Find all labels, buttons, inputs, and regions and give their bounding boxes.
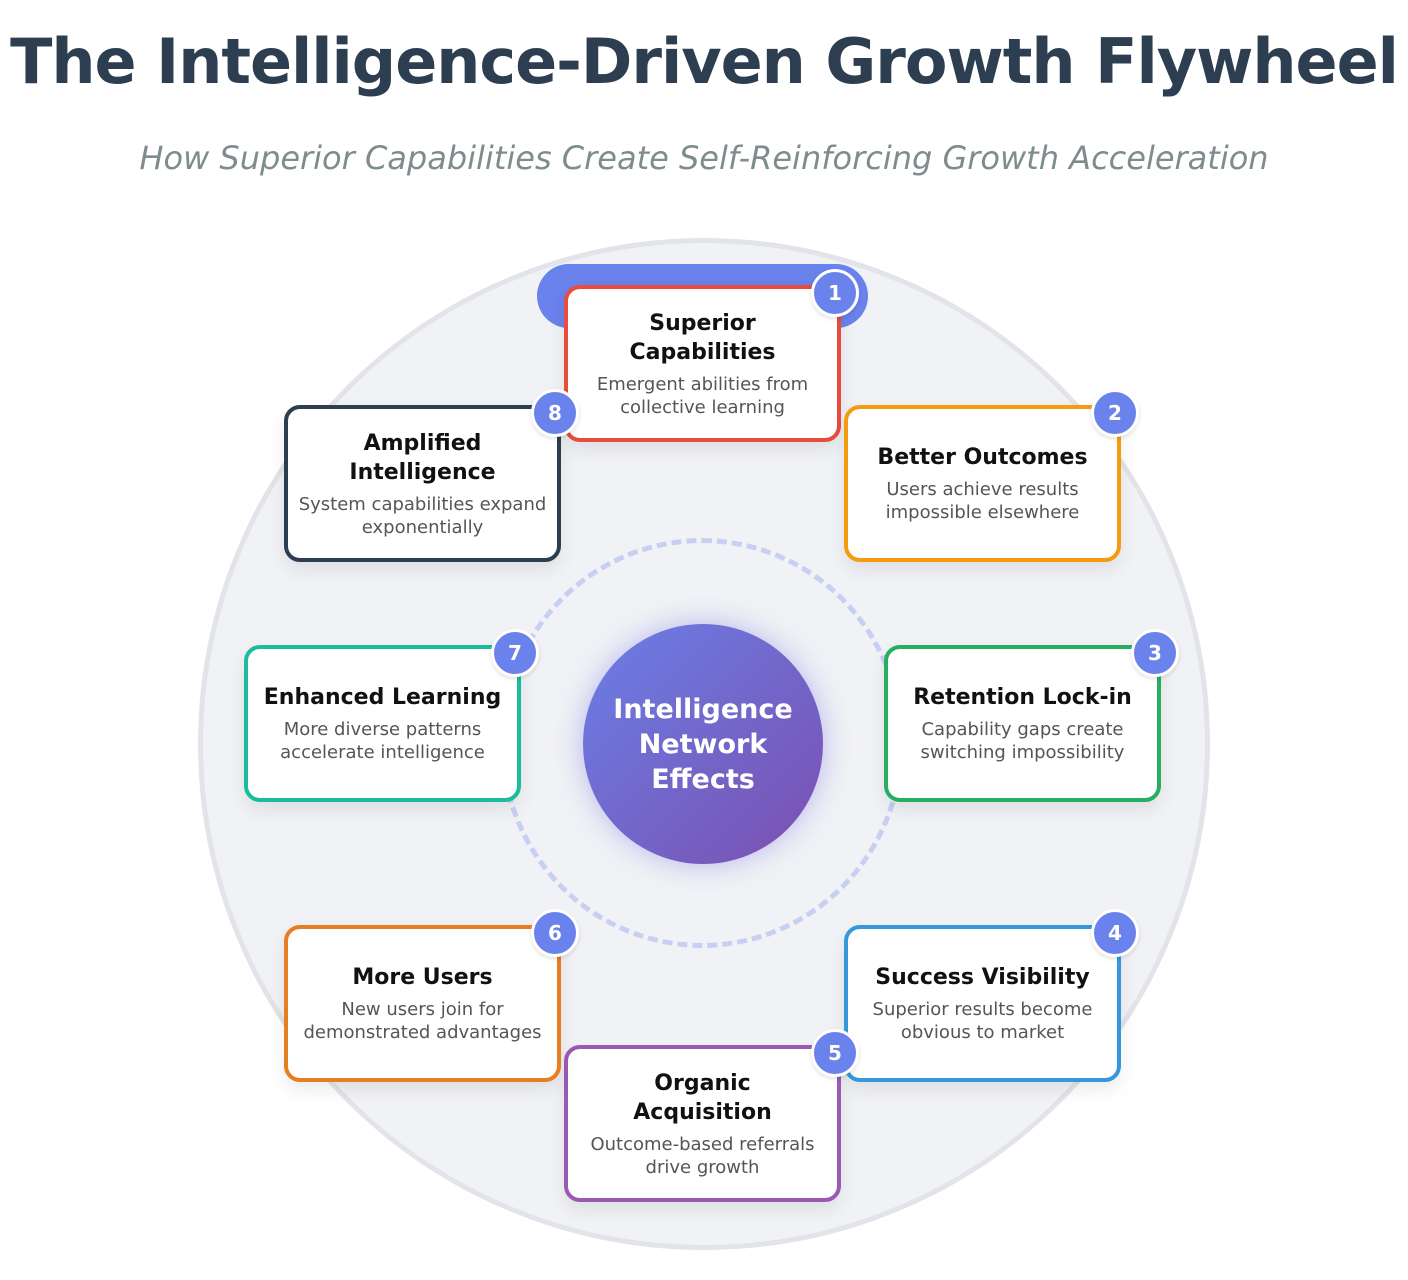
step-description: Superior results become obvious to marke… [872, 999, 1093, 1043]
step-title: Better Outcomes [877, 445, 1088, 470]
diagram-title: The Intelligence-Driven Growth Flywheel [10, 25, 1399, 98]
step-card-better-outcomes: Better Outcomes Users achieve results im… [844, 405, 1121, 562]
step-title: Superior Capabilities [629, 310, 776, 365]
step-number-badge: 5 [811, 1029, 859, 1077]
step-description: Users achieve results impossible elsewhe… [885, 479, 1080, 523]
step-description: Emergent abilities from collective learn… [596, 373, 809, 418]
step-description: Capability gaps create switching impossi… [920, 719, 1125, 763]
step-number-badge: 3 [1131, 629, 1179, 677]
step-title: Organic Acquisition [633, 1070, 772, 1125]
step-number-badge: 1 [811, 269, 859, 317]
center-hub: Intelligence Network Effects [583, 624, 823, 864]
step-number-badge: 2 [1091, 389, 1139, 437]
step-card-superior-capabilities: Superior Capabilities Emergent abilities… [564, 285, 841, 442]
step-title: Amplified Intelligence [349, 430, 496, 485]
step-card-success-visibility: Success Visibility Superior results beco… [844, 925, 1121, 1082]
step-description: Outcome-based referrals drive growth [590, 1133, 815, 1178]
step-title: Success Visibility [875, 965, 1090, 990]
step-card-enhanced-learning: Enhanced Learning More diverse patterns … [244, 645, 521, 802]
step-title: More Users [352, 965, 493, 990]
step-number-badge: 7 [491, 629, 539, 677]
step-card-retention-lock-in: Retention Lock-in Capability gaps create… [884, 645, 1161, 802]
step-card-more-users: More Users New users join for demonstrat… [284, 925, 561, 1082]
step-description: More diverse patterns accelerate intelli… [280, 719, 485, 763]
center-hub-label: Intelligence Network Effects [613, 693, 793, 795]
step-card-amplified-intelligence: Amplified Intelligence System capabiliti… [284, 405, 561, 562]
step-title: Retention Lock-in [913, 685, 1132, 710]
step-number-badge: 8 [531, 389, 579, 437]
step-number-badge: 4 [1091, 909, 1139, 957]
step-number-badge: 6 [531, 909, 579, 957]
diagram-subtitle: How Superior Capabilities Create Self-Re… [139, 139, 1269, 177]
step-description: New users join for demonstrated advantag… [303, 999, 542, 1043]
step-card-organic-acquisition: Organic Acquisition Outcome-based referr… [564, 1045, 841, 1202]
step-title: Enhanced Learning [263, 685, 502, 710]
step-description: System capabilities expand exponentially [298, 493, 547, 538]
